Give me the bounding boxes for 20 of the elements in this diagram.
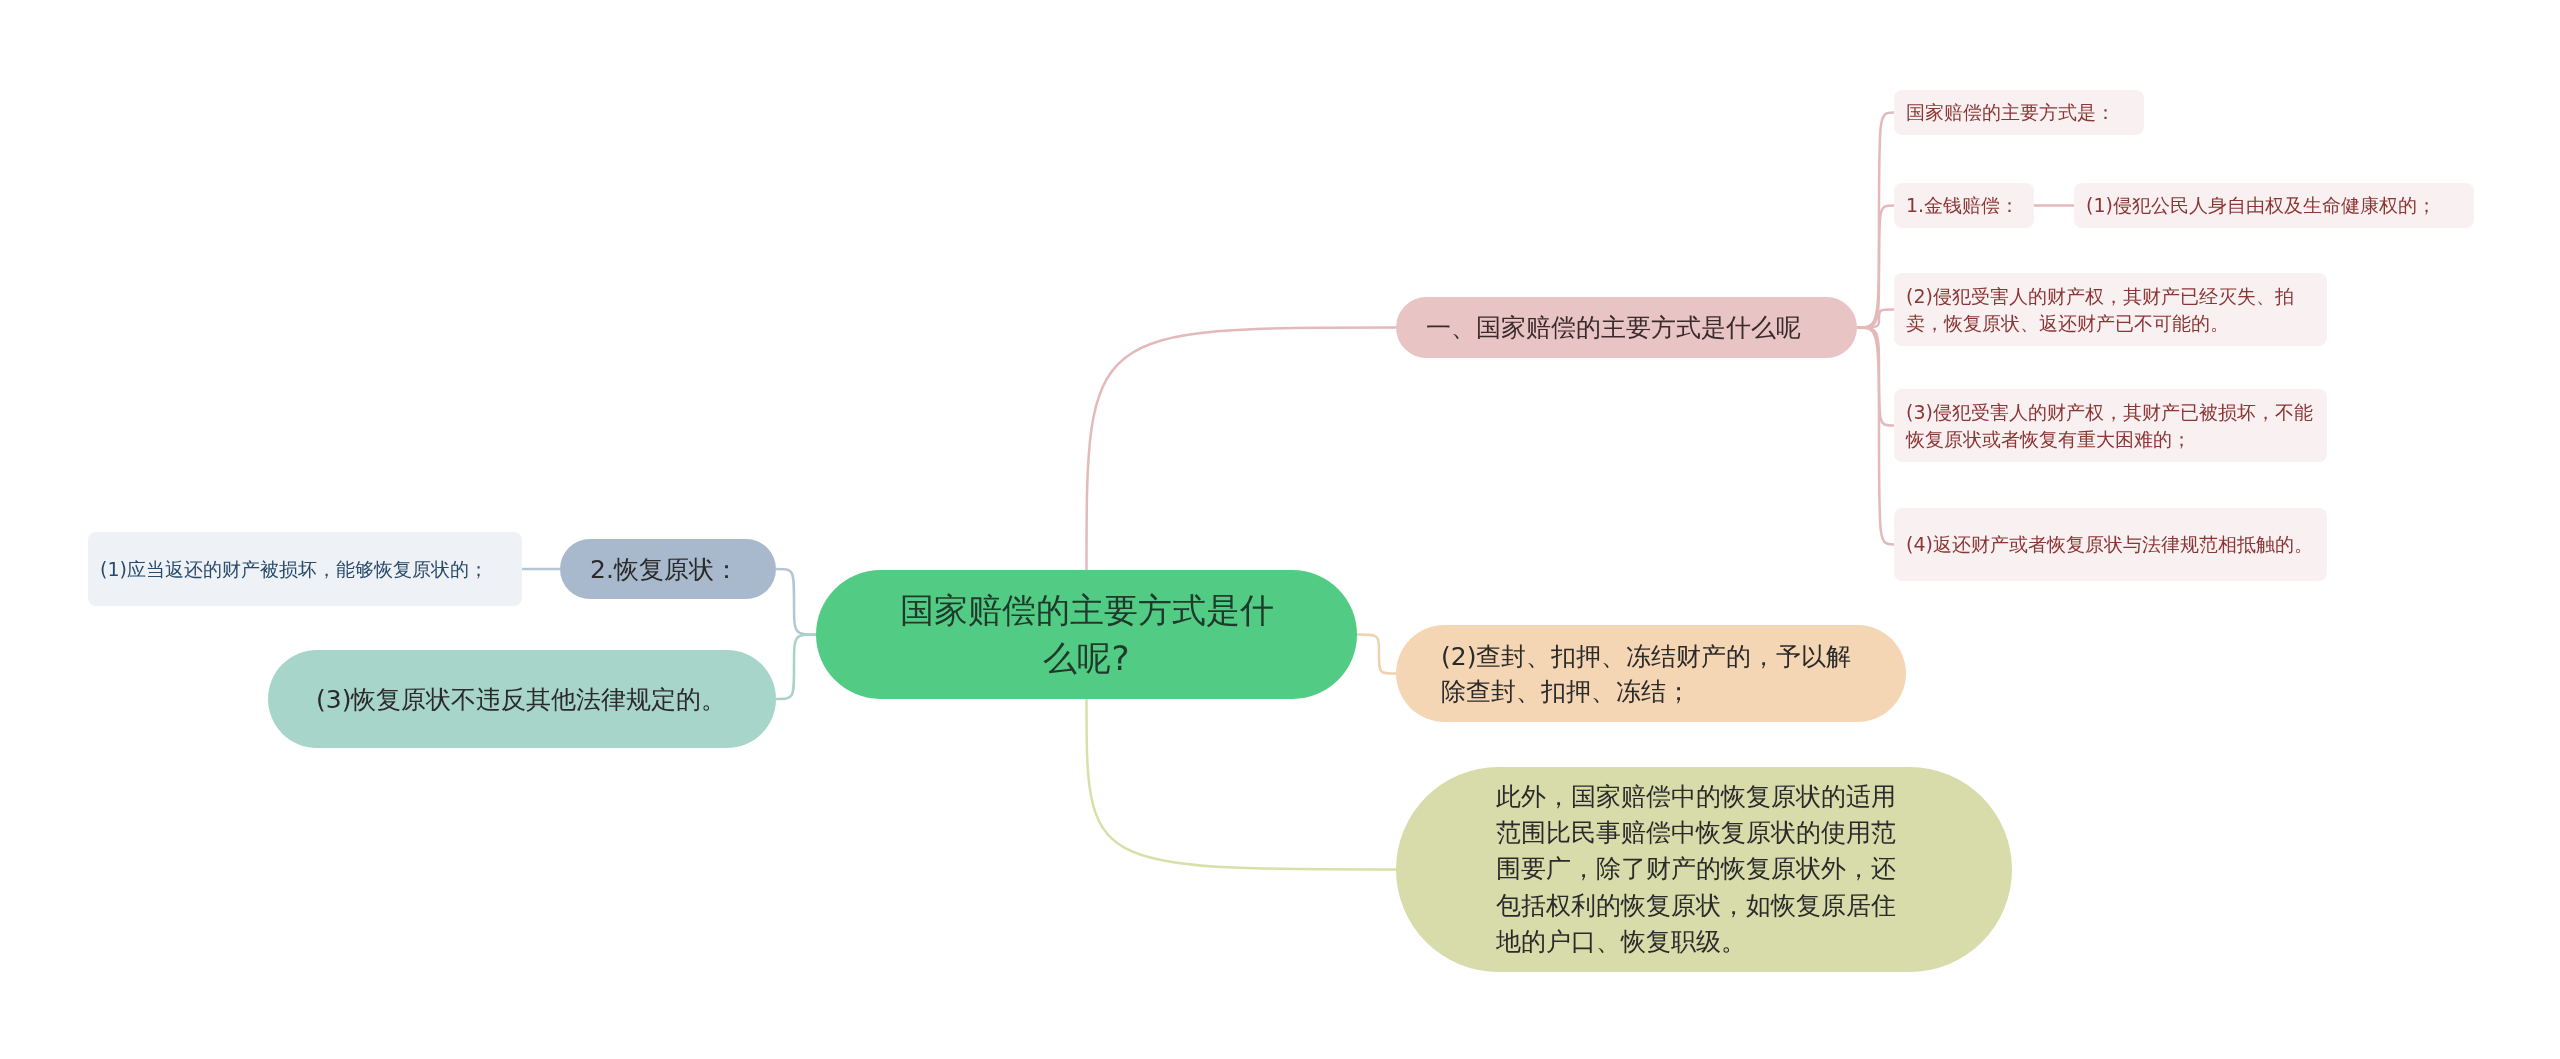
subtopic: 国家赔偿的主要方式是： bbox=[1894, 90, 2144, 135]
connector-line bbox=[2034, 204, 2074, 207]
branch-topic: 2.恢复原状： bbox=[560, 539, 776, 599]
connector-line bbox=[776, 633, 816, 701]
connector-line bbox=[1357, 633, 1396, 675]
subtopic: (4)返还财产或者恢复原状与法律规范相抵触的。 bbox=[1894, 508, 2327, 581]
connector-line bbox=[522, 567, 560, 571]
branch-topic: (3)恢复原状不违反其他法律规定的。 bbox=[268, 650, 776, 748]
subtopic: (1)应当返还的财产被损坏，能够恢复原状的； bbox=[88, 532, 522, 606]
connector-line bbox=[1085, 699, 1396, 871]
subtopic: (3)侵犯受害人的财产权，其财产已被损坏，不能恢复原状或者恢复有重大困难的； bbox=[1894, 389, 2327, 462]
subtopic: (1)侵犯公民人身自由权及生命健康权的； bbox=[2074, 183, 2474, 228]
subtopic: (2)侵犯受害人的财产权，其财产已经灭失、拍卖，恢复原状、返还财产已不可能的。 bbox=[1894, 273, 2327, 346]
subtopic: 1.金钱赔偿： bbox=[1894, 183, 2034, 228]
branch-topic: (2)查封、扣押、冻结财产的，予以解除查封、扣押、冻结； bbox=[1396, 625, 1906, 722]
branch-topic: 此外，国家赔偿中的恢复原状的适用范围比民事赔偿中恢复原状的使用范围要广，除了财产的恢复原状外，还包括权利的恢复原状，如恢复原居住地的户口、恢复职级。 bbox=[1396, 767, 2012, 972]
connector-line bbox=[1085, 326, 1396, 570]
branch-topic: 一、国家赔偿的主要方式是什么呢 bbox=[1396, 297, 1857, 358]
central-topic: 国家赔偿的主要方式是什么呢? bbox=[816, 570, 1357, 699]
connector-line bbox=[1857, 326, 1895, 546]
